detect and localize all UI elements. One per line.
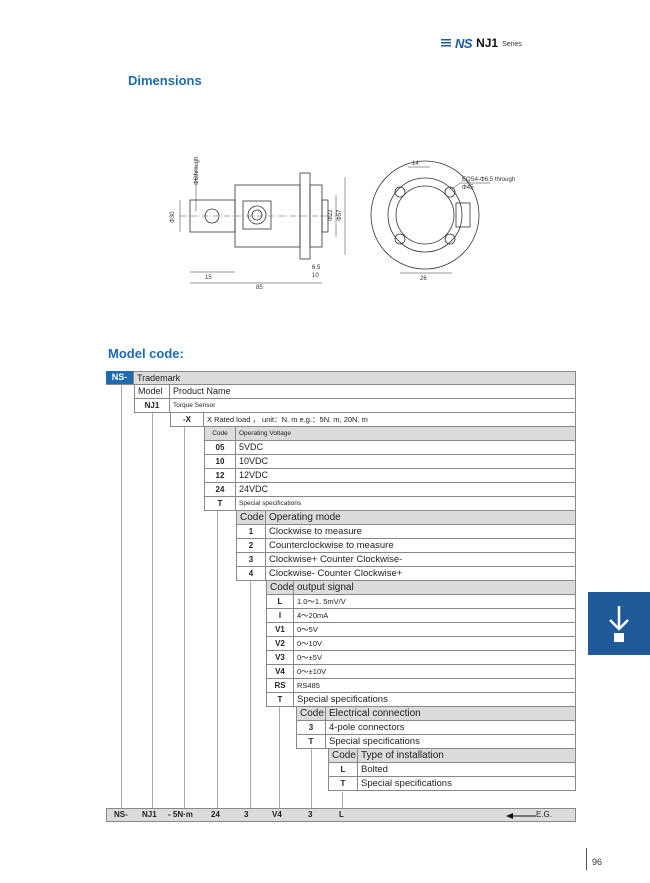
product-label: Torque Sensor (170, 399, 576, 413)
conn-header-label: Electrical connection (326, 707, 576, 721)
label-d65: 6.5 (312, 265, 321, 271)
label-d30: Φ30 (170, 211, 176, 223)
label-d85: 85 (256, 285, 263, 291)
voltage-row-code: 24 (204, 483, 236, 497)
conn-header-code: Code (296, 707, 326, 721)
mode-row-code: 1 (236, 525, 266, 539)
signal-header-code: Code (266, 581, 294, 595)
mode-row-label: Clockwise- Counter Clockwise+ (266, 567, 576, 581)
dimensions-title: Dimensions (128, 73, 202, 88)
install-header-code: Code (328, 749, 358, 763)
trademark-label: Trademark (134, 371, 576, 385)
voltage-row-label: 10VDC (236, 455, 576, 469)
signal-row-code: V2 (266, 637, 294, 651)
arrow-down-icon (609, 606, 629, 642)
example-part-3: - 5N·m (168, 810, 193, 819)
label-d22: Φ22 (328, 209, 334, 221)
example-part-1: NS- (114, 810, 128, 819)
label-d14: 14 (412, 161, 419, 167)
mode-row-code: 2 (236, 539, 266, 553)
product-code: NJ1 (134, 399, 170, 413)
signal-row-code: I (266, 609, 294, 623)
voltage-row-code: 10 (204, 455, 236, 469)
signal-row-label: 0～±10V (294, 665, 576, 679)
voltage-row-label: 12VDC (236, 469, 576, 483)
signal-row-label: Special specifications (294, 693, 576, 707)
connector-outline (242, 200, 272, 230)
page-divider (586, 848, 587, 870)
example-part-7: 3 (308, 810, 313, 819)
label-d57: Φ57 (337, 209, 343, 221)
side-tab[interactable] (588, 592, 650, 655)
voltage-row-code: 12 (204, 469, 236, 483)
signal-row-code: T (266, 693, 294, 707)
mode-row-label: Clockwise to measure (266, 525, 576, 539)
label-eqs: EQS4-Φ6.5 through (462, 177, 515, 183)
conn-row-code: 3 (296, 721, 326, 735)
label-d15: 15 (205, 275, 212, 281)
signal-row-label: 0～5V (294, 623, 576, 637)
series-name: NJ1 (476, 36, 499, 50)
conn-row-label: Special specifications (326, 735, 576, 749)
install-row-code: T (328, 777, 358, 791)
model-code-title: Model code: (108, 346, 184, 361)
label-d10: 10 (312, 273, 319, 279)
example-part-2: NJ1 (142, 810, 157, 819)
mode-header-label: Operating mode (266, 511, 576, 525)
conn-row-label: 4-pole connectors (326, 721, 576, 735)
voltage-row-label: 24VDC (236, 483, 576, 497)
example-bar (106, 808, 576, 822)
signal-row-code: L (266, 595, 294, 609)
flange-face (370, 160, 480, 270)
voltage-header-code: Code (204, 427, 236, 441)
example-arrow-label: E.G. (536, 810, 553, 819)
model-label: Product Name (170, 385, 576, 399)
label-through: Φ6through (194, 157, 200, 185)
signal-row-label: 1.0～1. 5mV/V (294, 595, 576, 609)
voltage-row-label: 5VDC (236, 441, 576, 455)
label-d26: 26 (420, 276, 427, 282)
voltage-row-code: 05 (204, 441, 236, 455)
signal-row-code: V1 (266, 623, 294, 637)
label-d45: Φ45 (462, 185, 474, 191)
conn-row-code: T (296, 735, 326, 749)
signal-row-label: 0～10V (294, 637, 576, 651)
series-word: Series (502, 41, 522, 48)
model-code: Model (134, 385, 170, 399)
load-label: X Rated load ， unit：N. m e.g.：5N. m, 20N… (204, 413, 576, 427)
install-header-label: Type of installation (358, 749, 576, 763)
logo-stripes-icon (441, 38, 451, 48)
signal-row-label: RS485 (294, 679, 576, 693)
dimension-drawing: Φ6through Φ30 Φ22 Φ57 15 85 6.5 10 14 EQ… (170, 157, 515, 291)
install-row-code: L (328, 763, 358, 777)
brand-header: NS NJ1 Series (441, 35, 522, 51)
install-row-label: Bolted (358, 763, 576, 777)
example-part-8: L (339, 810, 344, 819)
example-arrow-icon (506, 813, 536, 819)
example-part-4: 24 (211, 810, 220, 819)
voltage-header-label: Operating Voltage (236, 427, 576, 441)
example-part-5: 3 (244, 810, 249, 819)
signal-row-label: 0～±5V (294, 651, 576, 665)
voltage-row-code: T (204, 497, 236, 511)
mode-row-label: Counterclockwise to measure (266, 539, 576, 553)
signal-header-label: output signal (294, 581, 576, 595)
signal-row-code: RS (266, 679, 294, 693)
mode-header-code: Code (236, 511, 266, 525)
voltage-row-label: Special specifications (236, 497, 576, 511)
page-number: 96 (592, 857, 603, 867)
mode-row-code: 4 (236, 567, 266, 581)
signal-row-label: 4～20mA (294, 609, 576, 623)
brand-logo: NS (455, 35, 473, 51)
signal-row-code: V4 (266, 665, 294, 679)
install-row-label: Special specifications (358, 777, 576, 791)
mode-row-label: Clockwise+ Counter Clockwise- (266, 553, 576, 567)
signal-row-code: V3 (266, 651, 294, 665)
example-part-6: V4 (272, 810, 282, 819)
load-code: -X (170, 413, 204, 427)
mode-row-code: 3 (236, 553, 266, 567)
trademark-code: NS- (106, 371, 134, 385)
